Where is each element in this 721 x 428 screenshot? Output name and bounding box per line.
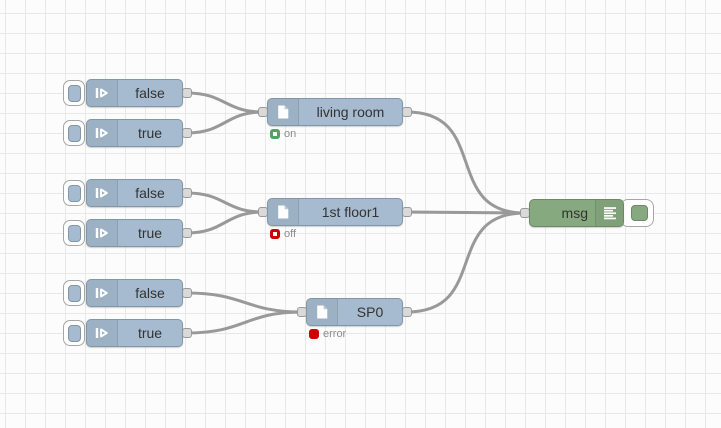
inject-arrow-icon <box>95 288 108 298</box>
node-status: on <box>270 128 296 140</box>
output-port[interactable] <box>182 188 192 198</box>
inject-icon-region <box>87 220 118 246</box>
file-icon <box>278 205 289 219</box>
inject-button[interactable] <box>63 120 85 146</box>
inject-button[interactable] <box>63 180 85 206</box>
inject-icon-region <box>87 320 118 346</box>
debug-list-icon <box>603 207 616 220</box>
inject-button-face <box>67 284 81 302</box>
output-port[interactable] <box>182 288 192 298</box>
inject-arrow-icon <box>95 188 108 198</box>
wire[interactable] <box>405 211 527 314</box>
inject-button[interactable] <box>63 220 85 246</box>
inject-button-face <box>67 184 81 202</box>
inject-button-face <box>67 224 81 242</box>
debug-toggle-face <box>631 205 648 221</box>
output-port[interactable] <box>182 88 192 98</box>
inject-button-face <box>67 124 81 142</box>
status-text: on <box>284 128 297 140</box>
inject-arrow-icon <box>95 128 108 138</box>
node-status: off <box>270 228 296 240</box>
node-status: error <box>309 328 346 340</box>
output-port[interactable] <box>402 107 412 117</box>
output-port[interactable] <box>402 207 412 217</box>
file-icon-region <box>307 299 338 325</box>
node-label: SP0 <box>356 304 384 320</box>
wire[interactable] <box>185 291 304 314</box>
inject-arrow-icon <box>95 228 108 238</box>
file-icon-region <box>268 99 299 125</box>
wire[interactable] <box>185 191 265 214</box>
inject-icon-region <box>87 280 118 306</box>
inject-node-true-1[interactable]: true <box>86 119 183 147</box>
file-node-1st-floor1[interactable]: 1st floor1 <box>267 198 403 226</box>
debug-node-msg[interactable]: msg <box>529 199 624 227</box>
node-label: msg <box>561 205 588 221</box>
status-dot-red-icon <box>309 329 319 339</box>
inject-node-true-3[interactable]: true <box>86 319 183 347</box>
file-icon <box>317 305 328 319</box>
wire[interactable] <box>405 110 527 215</box>
inject-arrow-icon <box>95 88 108 98</box>
inject-arrow-icon <box>95 328 108 338</box>
inject-node-false-2[interactable]: false <box>86 179 183 207</box>
status-ring-green-icon <box>270 129 280 139</box>
debug-toggle-button[interactable] <box>620 199 654 227</box>
wire[interactable] <box>185 91 265 114</box>
status-text: error <box>323 328 347 340</box>
node-label: true <box>137 225 163 241</box>
output-port[interactable] <box>182 328 192 338</box>
node-label: living room <box>316 104 385 120</box>
node-label: true <box>137 125 163 141</box>
inject-button[interactable] <box>63 80 85 106</box>
node-label: true <box>137 325 163 341</box>
wire[interactable] <box>185 310 304 335</box>
inject-button[interactable] <box>63 320 85 346</box>
inject-button-face <box>67 84 81 102</box>
wire[interactable] <box>185 110 265 135</box>
inject-node-false-1[interactable]: false <box>86 79 183 107</box>
inject-button-face <box>67 324 81 342</box>
node-label: 1st floor1 <box>321 204 380 220</box>
inject-node-true-2[interactable]: true <box>86 219 183 247</box>
inject-button[interactable] <box>63 280 85 306</box>
output-port[interactable] <box>182 128 192 138</box>
node-label: false <box>135 285 165 301</box>
node-label: false <box>135 85 165 101</box>
file-icon <box>278 105 289 119</box>
wire[interactable] <box>185 210 265 235</box>
status-text: off <box>284 228 297 240</box>
file-node-sp0[interactable]: SP0 <box>306 298 403 326</box>
file-node-living-room[interactable]: living room <box>267 98 403 126</box>
output-port[interactable] <box>182 228 192 238</box>
node-label: false <box>135 185 165 201</box>
wire[interactable] <box>405 210 527 215</box>
inject-icon-region <box>87 80 118 106</box>
debug-icon-region <box>595 200 623 226</box>
inject-icon-region <box>87 180 118 206</box>
inject-node-false-3[interactable]: false <box>86 279 183 307</box>
status-ring-red-icon <box>270 229 280 239</box>
file-icon-region <box>268 199 299 225</box>
output-port[interactable] <box>402 307 412 317</box>
inject-icon-region <box>87 120 118 146</box>
